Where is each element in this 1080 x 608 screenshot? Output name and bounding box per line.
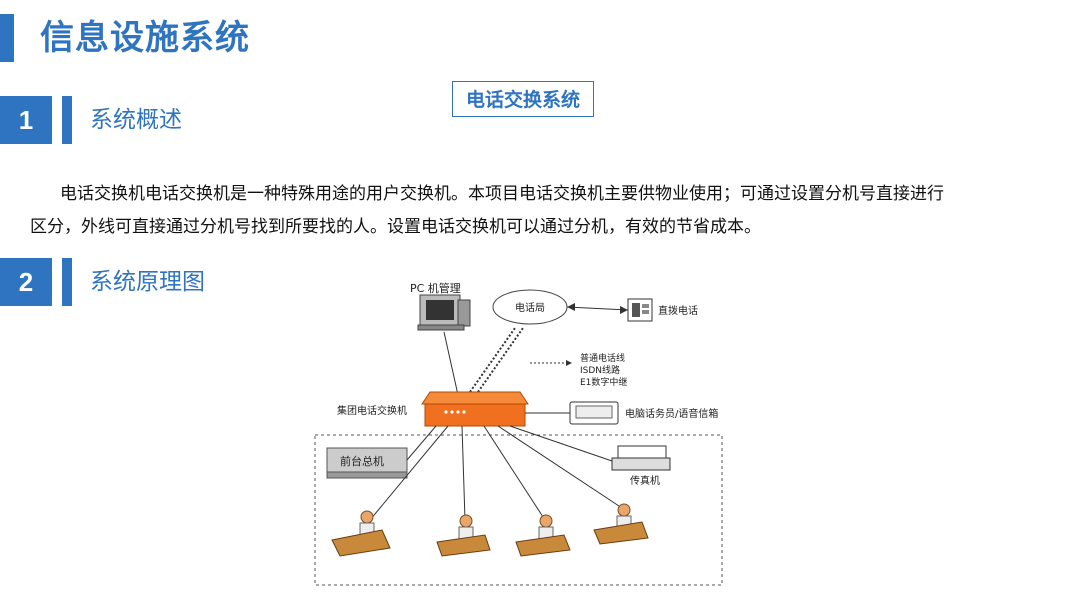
section-1-number: 1 [0,96,52,144]
extension-user-1-icon [331,510,391,557]
fax-label: 传真机 [630,474,660,487]
diagram-box-title: 电话交换系统 [452,81,594,117]
pc-to-pbx-line [443,331,459,396]
page-title: 信息设施系统 [40,18,250,58]
pbx-label: 集团电话交换机 [337,404,407,417]
operator-device-icon [569,401,619,425]
extension-line-3 [483,425,546,521]
extension-area-box [314,434,723,586]
extension-user-2-icon [436,514,491,557]
overview-text: 电话交换机电话交换机是一种特殊用途的用户交换机。本项目电话交换机主要供物业使用；… [30,184,944,237]
front-desk-icon [326,447,408,479]
direct-phone-label: 直拨电话 [658,304,698,317]
legend-item-3: E1数字中继 [580,376,627,388]
extension-line-2 [461,425,466,521]
front-desk-label: 前台总机 [340,454,384,468]
extension-user-4-icon [593,503,649,545]
fax-icon [611,445,671,471]
section-1-title: 系统概述 [90,107,182,133]
section-2-title: 系统原理图 [90,269,205,295]
pc-icon [417,294,471,331]
pbx-device-icon [421,391,529,427]
title-accent-bar [0,14,14,62]
extension-line-1 [369,425,449,521]
direct-phone-icon [627,298,653,322]
overview-paragraph: 电话交换机电话交换机是一种特殊用途的用户交换机。本项目电话交换机主要供物业使用；… [30,178,950,244]
pbx-to-office-link-2 [477,327,524,393]
pbx-to-office-link-1 [469,327,516,393]
pbx-to-fax-line [509,425,613,462]
extension-line-4 [497,425,623,509]
legend-item-1: 普通电话线 [580,352,625,364]
legend-item-2: ISDN线路 [580,364,620,376]
operator-label: 电脑话务员/语音信箱 [625,407,718,420]
office-to-direct-line [566,306,629,311]
section-1-bar [62,96,72,144]
pc-label: PC 机管理 [410,281,461,295]
section-2-number: 2 [0,258,52,306]
pbx-to-frontdesk-line [406,425,437,461]
section-2-bar [62,258,72,306]
phone-office-label: 电话局 [515,301,545,314]
extension-user-3-icon [515,514,571,557]
